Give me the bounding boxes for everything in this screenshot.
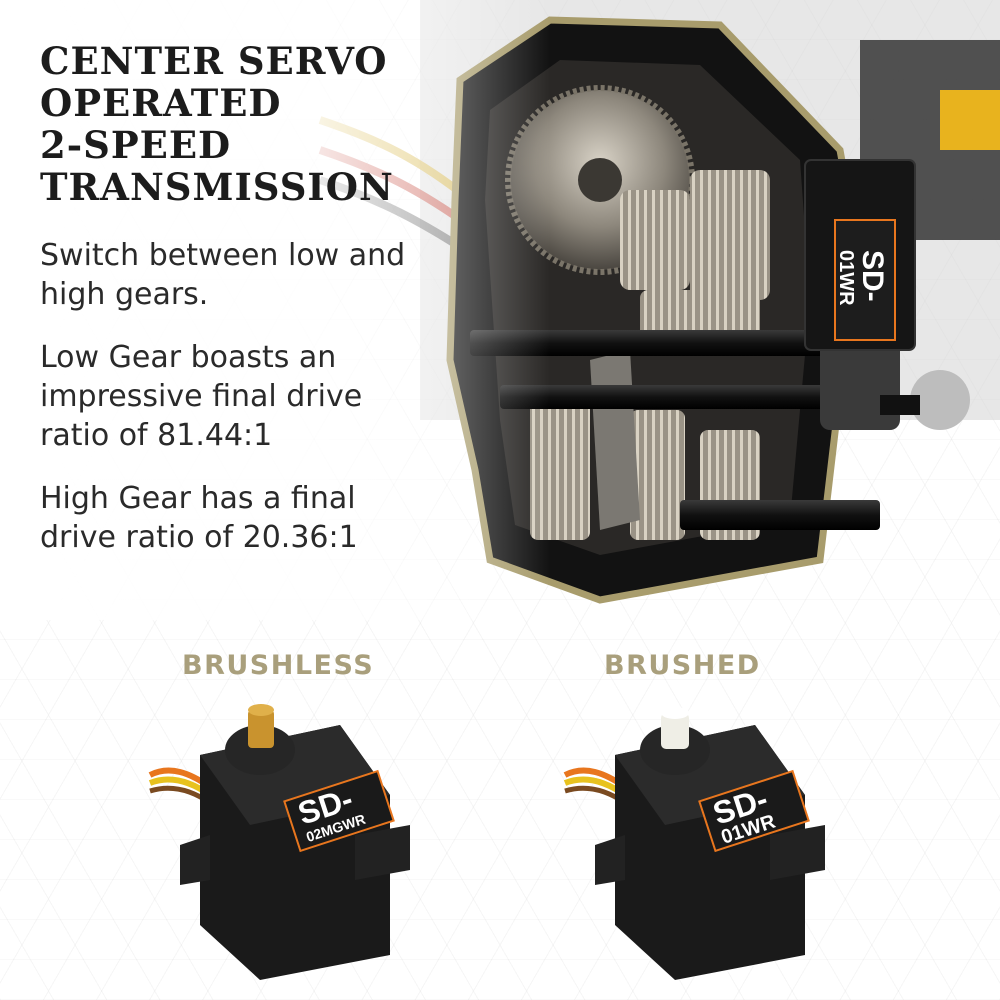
brushed-servo-image: SD- 01WR [555, 695, 845, 990]
title-line: 2-SPEED [40, 123, 232, 167]
paragraph-low-gear: Low Gear boasts an impressive final driv… [40, 340, 363, 453]
title-line: TRANSMISSION [40, 165, 394, 209]
brushed-label: BRUSHED [604, 650, 761, 681]
transmission-servo-label-bottom: 01WR [835, 250, 857, 306]
brushless-servo-image: SD- 02MGWR [140, 695, 430, 990]
page-title: CENTER SERVO OPERATED 2-SPEED TRANSMISSI… [40, 40, 400, 208]
paragraph-high-gear: High Gear has a final drive ratio of 20.… [40, 481, 358, 555]
brushless-label: BRUSHLESS [182, 650, 375, 681]
title-line: OPERATED [40, 81, 282, 125]
paragraph-switch-gears: Switch between low and high gears. [40, 238, 406, 312]
transmission-servo-label-top: SD- [856, 250, 889, 302]
title-line: CENTER SERVO [40, 39, 388, 83]
